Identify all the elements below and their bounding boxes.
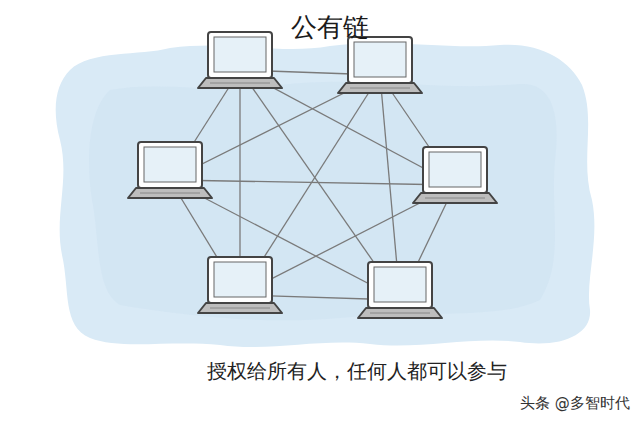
watercolor-ground: [56, 43, 595, 347]
laptop-icon: [128, 142, 212, 198]
watermark: 头条 @多智时代: [520, 394, 630, 413]
laptop-icon: [338, 37, 422, 93]
laptop-icon: [413, 147, 497, 203]
laptop-icon: [198, 32, 282, 88]
diagram-title: 公有链: [291, 10, 369, 45]
laptop-icon: [358, 262, 442, 318]
laptop-icon: [198, 257, 282, 313]
diagram-caption: 授权给所有人，任何人都可以参与: [207, 358, 507, 385]
watercolor-tint: [89, 82, 557, 321]
